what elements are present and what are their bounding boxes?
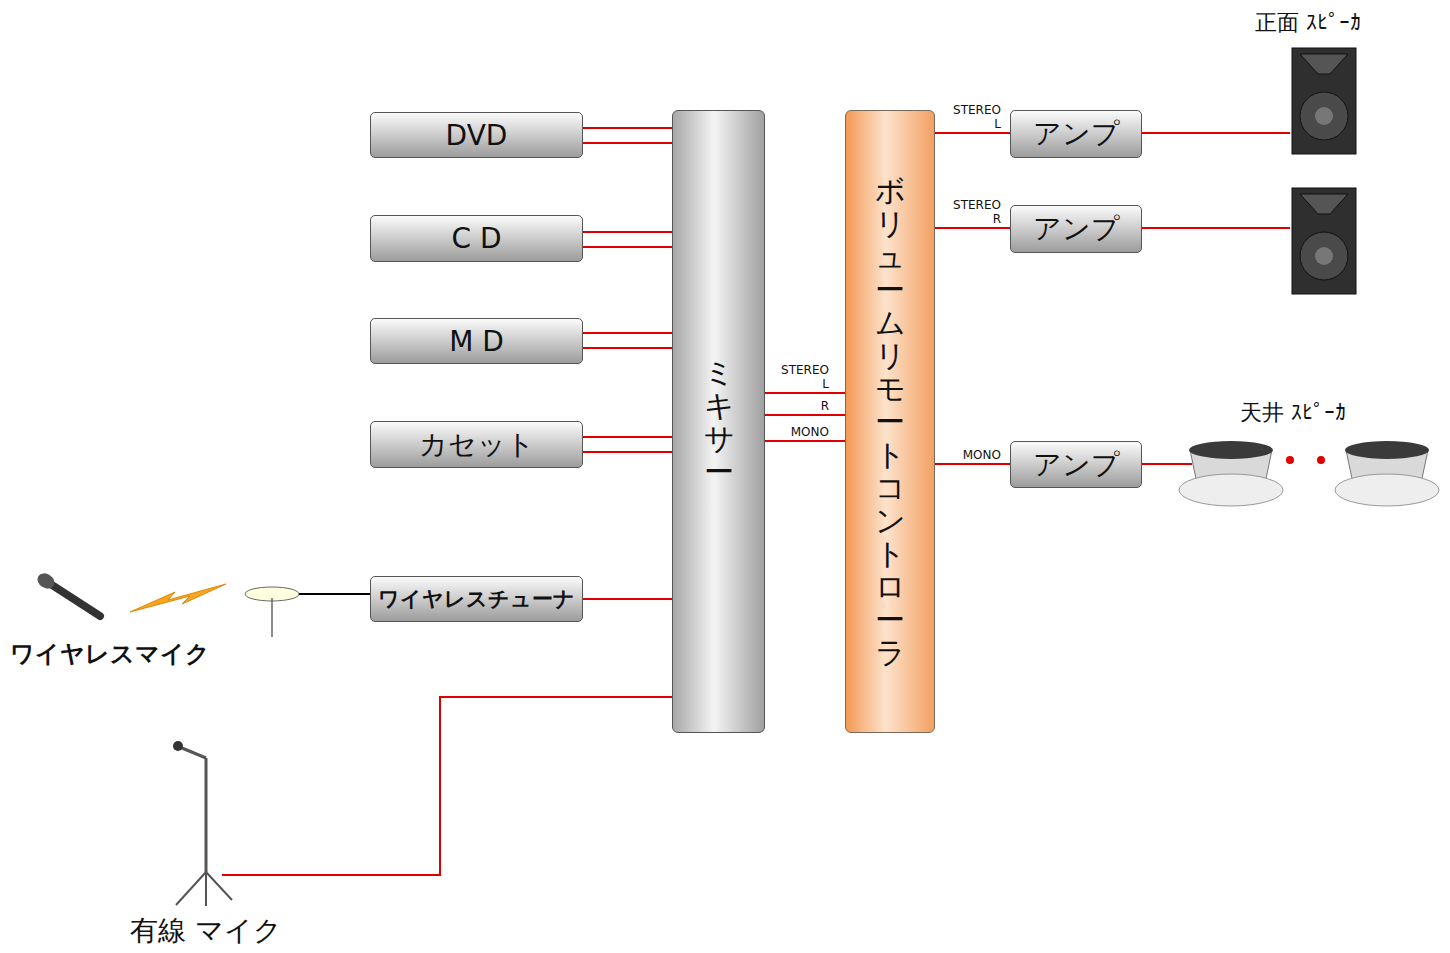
signal-name: STEREO L — [780, 363, 830, 391]
dot — [1317, 456, 1325, 464]
device-name: ボリュームリモートコントローラ — [875, 174, 905, 669]
signal-line — [583, 128, 672, 143]
device-panel: ミキサー — [672, 110, 765, 733]
wired-mic-stand — [173, 741, 232, 906]
dot — [1286, 456, 1294, 464]
signal-line — [935, 463, 1010, 465]
front-speaker — [1292, 48, 1356, 154]
speaker-wire — [1142, 132, 1290, 134]
device-name: DVD — [446, 119, 508, 152]
signal-line — [583, 437, 672, 452]
device-name: カセット — [419, 426, 535, 464]
device-name: C D — [451, 222, 501, 255]
device-box: DVD — [370, 112, 583, 158]
ceiling-speaker — [1179, 441, 1283, 506]
device-name: アンプ — [1033, 210, 1120, 248]
part-label: ワイヤレスマイク — [10, 638, 210, 670]
antenna-cable — [299, 593, 370, 595]
signal-line — [583, 333, 672, 348]
signal-line — [583, 232, 672, 247]
device-box: M D — [370, 318, 583, 364]
signal-line — [765, 414, 845, 416]
device-name: M D — [449, 325, 504, 358]
signal-name: MONO — [962, 448, 1002, 462]
signal-name: R — [820, 399, 830, 413]
signal-name: STEREO R — [952, 198, 1002, 226]
wireless-mic — [35, 570, 100, 616]
signal-name: STEREO L — [952, 103, 1002, 131]
signal-line — [935, 132, 1010, 134]
signal-line — [765, 440, 845, 442]
device-box: ワイヤレスチューナ — [370, 576, 583, 622]
device-name: ワイヤレスチューナ — [378, 585, 575, 613]
device-name: ミキサー — [704, 356, 734, 488]
device-box: C D — [370, 215, 583, 262]
signal-line — [765, 392, 845, 394]
part-label: 正面 ｽﾋﾟｰｶ — [1255, 8, 1361, 38]
device-box: カセット — [370, 421, 583, 468]
front-speaker — [1292, 188, 1356, 294]
device-name: アンプ — [1033, 115, 1120, 153]
ceiling-speaker — [1335, 441, 1439, 506]
signal-line — [583, 598, 672, 600]
speaker-wire — [1142, 463, 1192, 465]
antenna — [245, 587, 299, 637]
radio-bolt — [130, 584, 226, 612]
device-panel: ボリュームリモートコントローラ — [845, 110, 935, 733]
speaker-wire — [1142, 227, 1290, 229]
device-box: アンプ — [1010, 110, 1142, 158]
part-label: 有線 マイク — [130, 912, 282, 950]
signal-name: MONO — [790, 425, 830, 439]
mic-cable — [222, 697, 672, 875]
part-label: 天井 ｽﾋﾟｰｶ — [1240, 398, 1346, 428]
device-name: アンプ — [1033, 446, 1120, 484]
device-box: アンプ — [1010, 441, 1142, 488]
device-box: アンプ — [1010, 205, 1142, 253]
signal-line — [935, 227, 1010, 229]
